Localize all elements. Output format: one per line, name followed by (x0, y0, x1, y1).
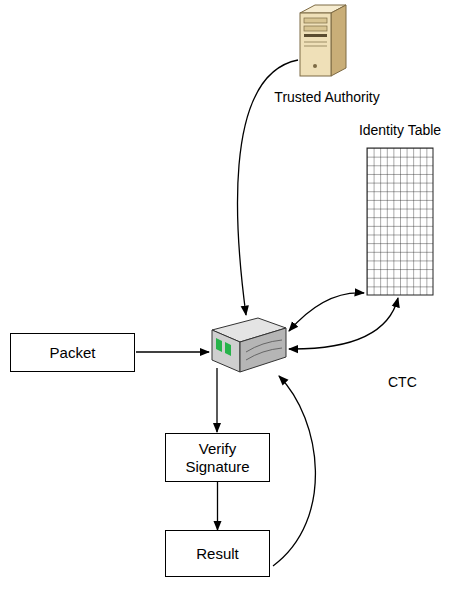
server-label: Trusted Authority (262, 0, 392, 106)
node-text: Trusted Authority (274, 89, 379, 106)
process-box: Packet (10, 333, 135, 372)
connector-label: CTC (386, 374, 419, 390)
table-label: Identity Table (352, 122, 448, 298)
server-icon (300, 5, 346, 76)
process-box: Verify Signature (165, 433, 270, 482)
flow-arrow (217, 482, 218, 530)
ctc-arrow (289, 298, 398, 349)
packet-arrow (136, 351, 209, 352)
result-return-arrow (273, 376, 315, 566)
node-text: Identity Table (359, 122, 441, 139)
process-box: Result (165, 530, 270, 577)
table-link-arrow (289, 293, 364, 331)
node-text: Packet (50, 344, 96, 362)
verify-arrow (216, 368, 217, 432)
table-grid (367, 148, 433, 295)
node-text: Verify Signature (174, 440, 261, 476)
router-icon (212, 318, 286, 372)
node-text: Result (196, 545, 239, 563)
